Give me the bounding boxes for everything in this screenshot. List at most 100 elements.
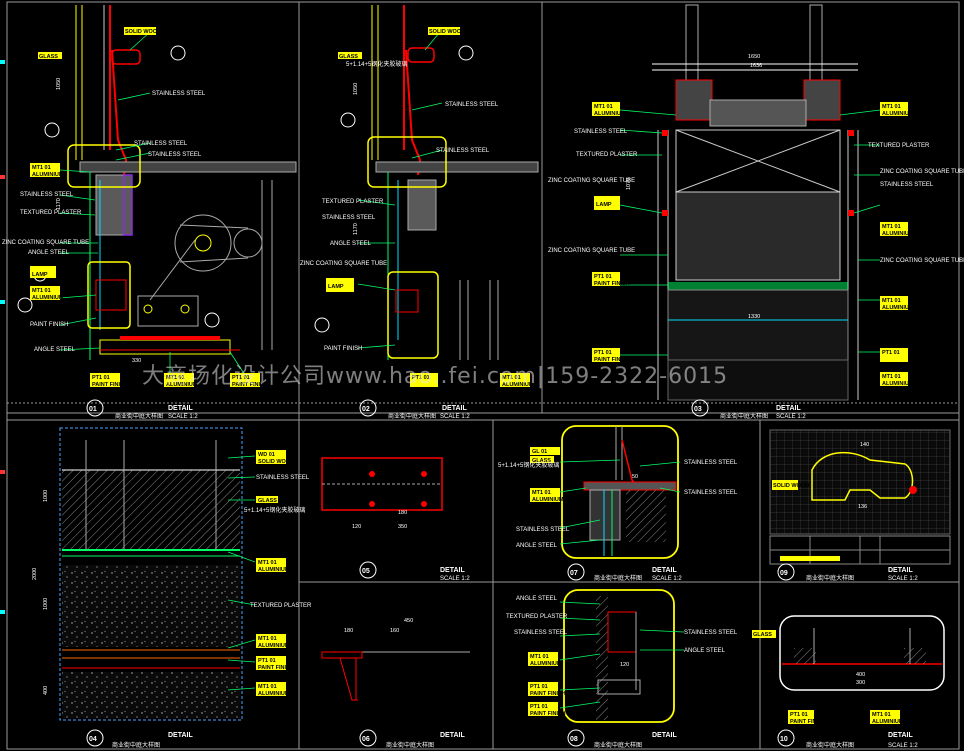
p7-label-angle: ANGLE STEEL — [516, 543, 558, 549]
p3-dim-1070: 1070 — [626, 178, 632, 190]
panel-02-scale: SCALE 1:2 — [440, 414, 470, 420]
p3-label-zinc-r: ZINC COATING SQUARE TUBE — [880, 169, 964, 175]
detail-10: 400 300 GLASS PT1 01 PAINT FINISH MT1 01… — [752, 615, 945, 749]
label-angle-2: ANGLE STEEL — [34, 347, 76, 353]
p4-label-aluminium-b: ALUMINIUM — [258, 643, 290, 649]
p7-label-glass-spec: 5+1.14+5钢化夹胶玻璃 — [498, 461, 559, 469]
label-stainless-2: STAINLESS STEEL — [134, 141, 188, 147]
panel-04-num: 04 — [89, 736, 97, 743]
panel-01-scale: SCALE 1:2 — [168, 414, 198, 420]
p8-label-paint: PAINT FINISH — [530, 691, 566, 697]
p3-label-stainless: STAINLESS STEEL — [574, 129, 628, 135]
p2-label-stainless-3: STAINLESS STEEL — [322, 215, 376, 221]
p2-label-zinc: ZINC COATING SQUARE TUBE — [300, 261, 387, 267]
p7-label-stainless-r: STAINLESS STEEL — [684, 460, 738, 466]
label-zinc: ZINC COATING SQUARE TUBE — [2, 240, 89, 246]
p7-label-stainless: STAINLESS STEEL — [516, 527, 570, 533]
p4-label-textured: TEXTURED PLASTER — [250, 603, 312, 609]
p2-label-stainless: STAINLESS STEEL — [445, 102, 499, 108]
panel-07-sub: 商业街中庭大样图 — [594, 574, 642, 582]
p7-label-aluminium: ALUMINIUM — [532, 497, 564, 503]
p6-dim-180: 180 — [344, 628, 353, 634]
label-angle: ANGLE STEEL — [28, 250, 70, 256]
label-mt01-c: MT1 01 — [166, 375, 185, 381]
p4-label-paint: PAINT FINISH — [258, 665, 294, 671]
detail-07: GL 01 GLASS 5+1.14+5钢化夹胶玻璃 MT1 01 ALUMIN… — [498, 425, 738, 582]
label-pt01-b: PT1 01 — [232, 375, 250, 381]
p4-label-glass-spec: 5+1.14+5钢化夹胶玻璃 — [244, 506, 305, 514]
p4-dim-1100: 1000 — [43, 490, 49, 502]
detail-04: WD 01 SOLID WOOD STAINLESS STEEL GLASS 5… — [32, 427, 312, 749]
p7-label-mt01: MT1 01 — [532, 490, 551, 496]
panel-09-title: DETAIL — [888, 567, 913, 574]
panel-03-title: DETAIL — [776, 405, 801, 412]
label-mt01-b: MT1 01 — [32, 288, 51, 294]
detail-08: ANGLE STEEL TEXTURED PLASTER STAINLESS S… — [506, 589, 738, 749]
panel-07-num: 07 — [570, 570, 578, 577]
p3-label-pt01: PT1 01 — [594, 274, 612, 280]
p7-label-glass: GLASS — [532, 458, 551, 464]
p9-label-solid-wood: SOLID WOOD — [773, 483, 809, 489]
p3-label-textured: TEXTURED PLASTER — [576, 152, 638, 158]
dim-330: 330 — [132, 358, 141, 364]
label-stainless-4: STAINLESS STEEL — [20, 192, 74, 198]
panel-02-num: 02 — [362, 406, 370, 413]
p10-label-aluminium: ALUMINIUM — [872, 719, 904, 725]
panel-09-scale: SCALE 1:2 — [888, 576, 918, 582]
p3-label-aluminium-r4: ALUMINIUM — [882, 381, 914, 387]
p4-label-solid-wood: SOLID WOOD — [258, 459, 294, 465]
p4-dim-2000: 2000 — [32, 568, 38, 580]
p10-label-pt01: PT1 01 — [790, 712, 808, 718]
p4-label-mt01-c: MT1 01 — [258, 684, 277, 690]
p3-label-lamp: LAMP — [596, 202, 612, 208]
detail-06: 450 180 160 06 DETAIL 商业街中庭大样图 — [321, 618, 470, 749]
p5-dim-120: 120 — [352, 524, 361, 530]
p2-label-angle: ANGLE STEEL — [330, 241, 372, 247]
panel-01-title: DETAIL — [168, 405, 193, 412]
panel-03-num: 03 — [694, 406, 702, 413]
p8-label-stainless-r: STAINLESS STEEL — [684, 630, 738, 636]
p4-label-aluminium: ALUMINIUM — [258, 567, 290, 573]
p3-label-aluminium-r3: ALUMINIUM — [882, 305, 914, 311]
p3-label-stainless-r: STAINLESS STEEL — [880, 182, 934, 188]
p3-label-mt01: MT1 01 — [594, 104, 613, 110]
p8-label-mt01: MT1 01 — [530, 654, 549, 660]
label-stainless-3: STAINLESS STEEL — [148, 152, 202, 158]
watermark-text: 大商场化设计公司www.hao..fei.com|159-2322-6015 — [142, 364, 729, 389]
p8-label-paint-b: PAINT FINISH — [530, 711, 566, 717]
p8-label-textured: TEXTURED PLASTER — [506, 614, 568, 620]
label-aluminium: ALUMINIUM — [32, 172, 64, 178]
label-textured: TEXTURED PLASTER — [20, 210, 82, 216]
panel-05-scale: SCALE 1:2 — [440, 576, 470, 582]
panel-01-sub: 商业街中庭大样图 — [115, 412, 163, 420]
p3-dim-1636: 1636 — [750, 63, 762, 69]
panel-02-sub: 商业街中庭大样图 — [388, 412, 436, 420]
p10-label-mt01: MT1 01 — [872, 712, 891, 718]
p3-label-zinc: ZINC COATING SQUARE TUBE — [548, 178, 635, 184]
detail-05: 120 180 350 05 DETAIL SCALE 1:2 — [321, 457, 470, 582]
panel-04-sub: 商业街中庭大样图 — [112, 741, 160, 749]
p3-label-pt01-r: PT1 01 — [882, 350, 900, 356]
p3-label-pt01-b: PT1 01 — [594, 350, 612, 356]
p3-label-mt01-r2: MT1 01 — [882, 224, 901, 230]
panel-06-title: DETAIL — [440, 732, 465, 739]
label-aluminium-b: ALUMINIUM — [32, 295, 64, 301]
p4-label-aluminium-c: ALUMINIUM — [258, 691, 290, 697]
p8-label-pt01: PT1 01 — [530, 684, 548, 690]
p3-label-mt01-r: MT1 01 — [882, 104, 901, 110]
p8-label-angle: ANGLE STEEL — [516, 596, 558, 602]
p2-label-lamp: LAMP — [328, 284, 344, 290]
dim-1170: 1170 — [56, 198, 62, 210]
p10-dim-300: 300 — [856, 680, 865, 686]
panel-08-title: DETAIL — [652, 732, 677, 739]
p2-label-textured: TEXTURED PLASTER — [322, 199, 384, 205]
p5-dim-180: 180 — [398, 510, 407, 516]
p6-dim-450: 450 — [404, 618, 413, 624]
p6-dim-160: 160 — [390, 628, 399, 634]
label-glass: GLASS — [39, 54, 58, 60]
panel-03-sub: 商业街中庭大样图 — [720, 412, 768, 420]
panel-02-title: DETAIL — [442, 405, 467, 412]
label-stainless: STAINLESS STEEL — [152, 91, 206, 97]
panel-10-sub: 商业街中庭大样图 — [806, 741, 854, 749]
